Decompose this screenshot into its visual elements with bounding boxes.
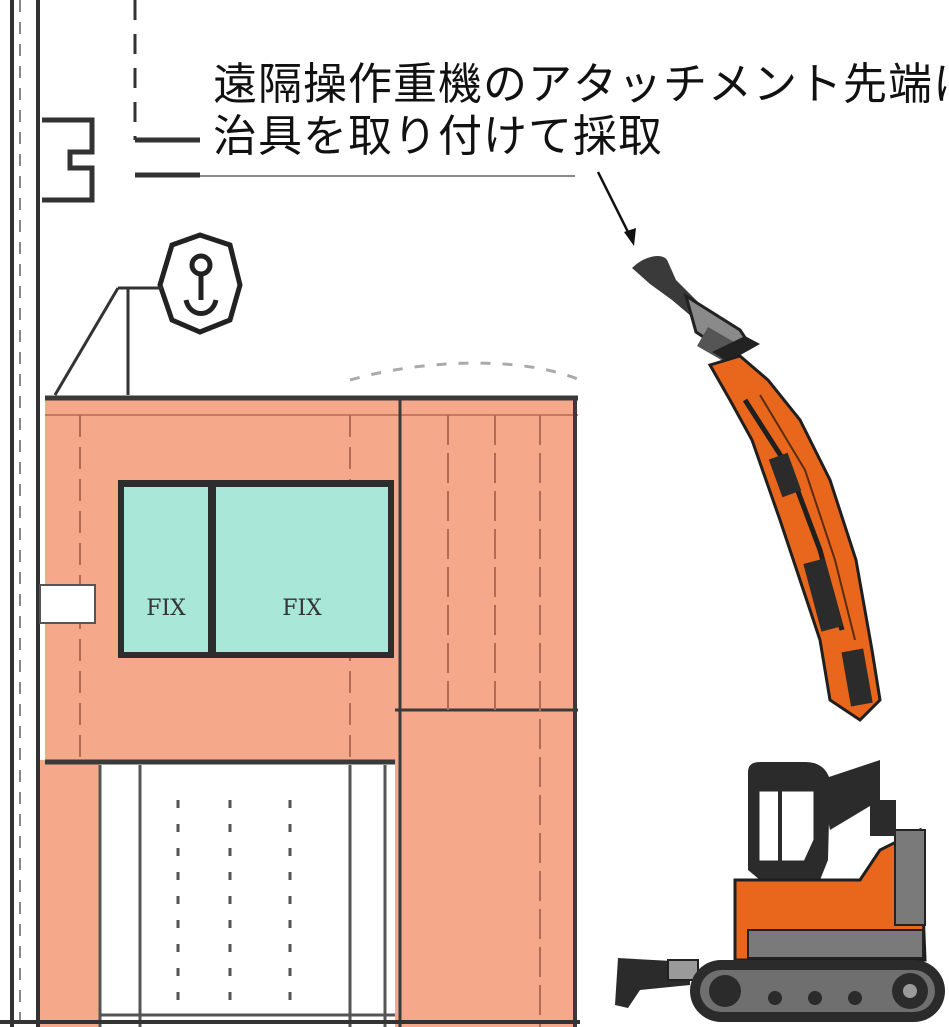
caption-line-2: 治具を取り付けて採取 [213,111,663,162]
machine-cab [748,760,880,880]
window-label-left: FIX [146,596,186,621]
salmon-wall-right-lower [395,710,577,1027]
pointer-arrow [596,171,636,246]
lower-panel-lines [98,765,395,1027]
window-label-right: FIX [282,596,322,621]
left-wall-lines [10,0,40,1027]
crawler-tracks [690,960,945,1022]
building-elevation-drawing: FIX FIX [0,0,581,1027]
attachment-tip [632,256,760,366]
dozer-blade [615,958,699,1008]
lower-panel [100,765,395,1027]
boom-arm [707,354,882,722]
wall-notch [39,584,96,624]
drawing-bracket [42,0,200,203]
caption-line-1: 遠隔操作重機のアタッチメント先端に [213,59,949,110]
faint-dashed-line [349,361,581,382]
remote-operated-machine [615,256,945,1022]
window-pane-right [216,487,388,652]
support-lines [53,286,162,396]
hexagon-symbol [157,232,243,335]
window-pane-left [124,487,208,652]
salmon-wall-left-lower [40,760,100,1027]
